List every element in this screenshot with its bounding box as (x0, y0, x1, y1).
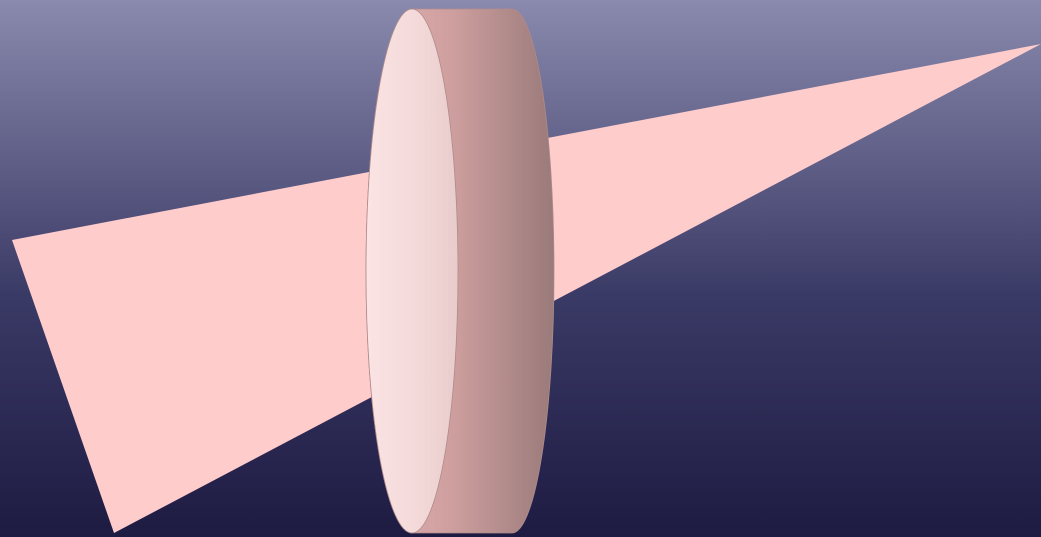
lens-face (366, 9, 458, 533)
